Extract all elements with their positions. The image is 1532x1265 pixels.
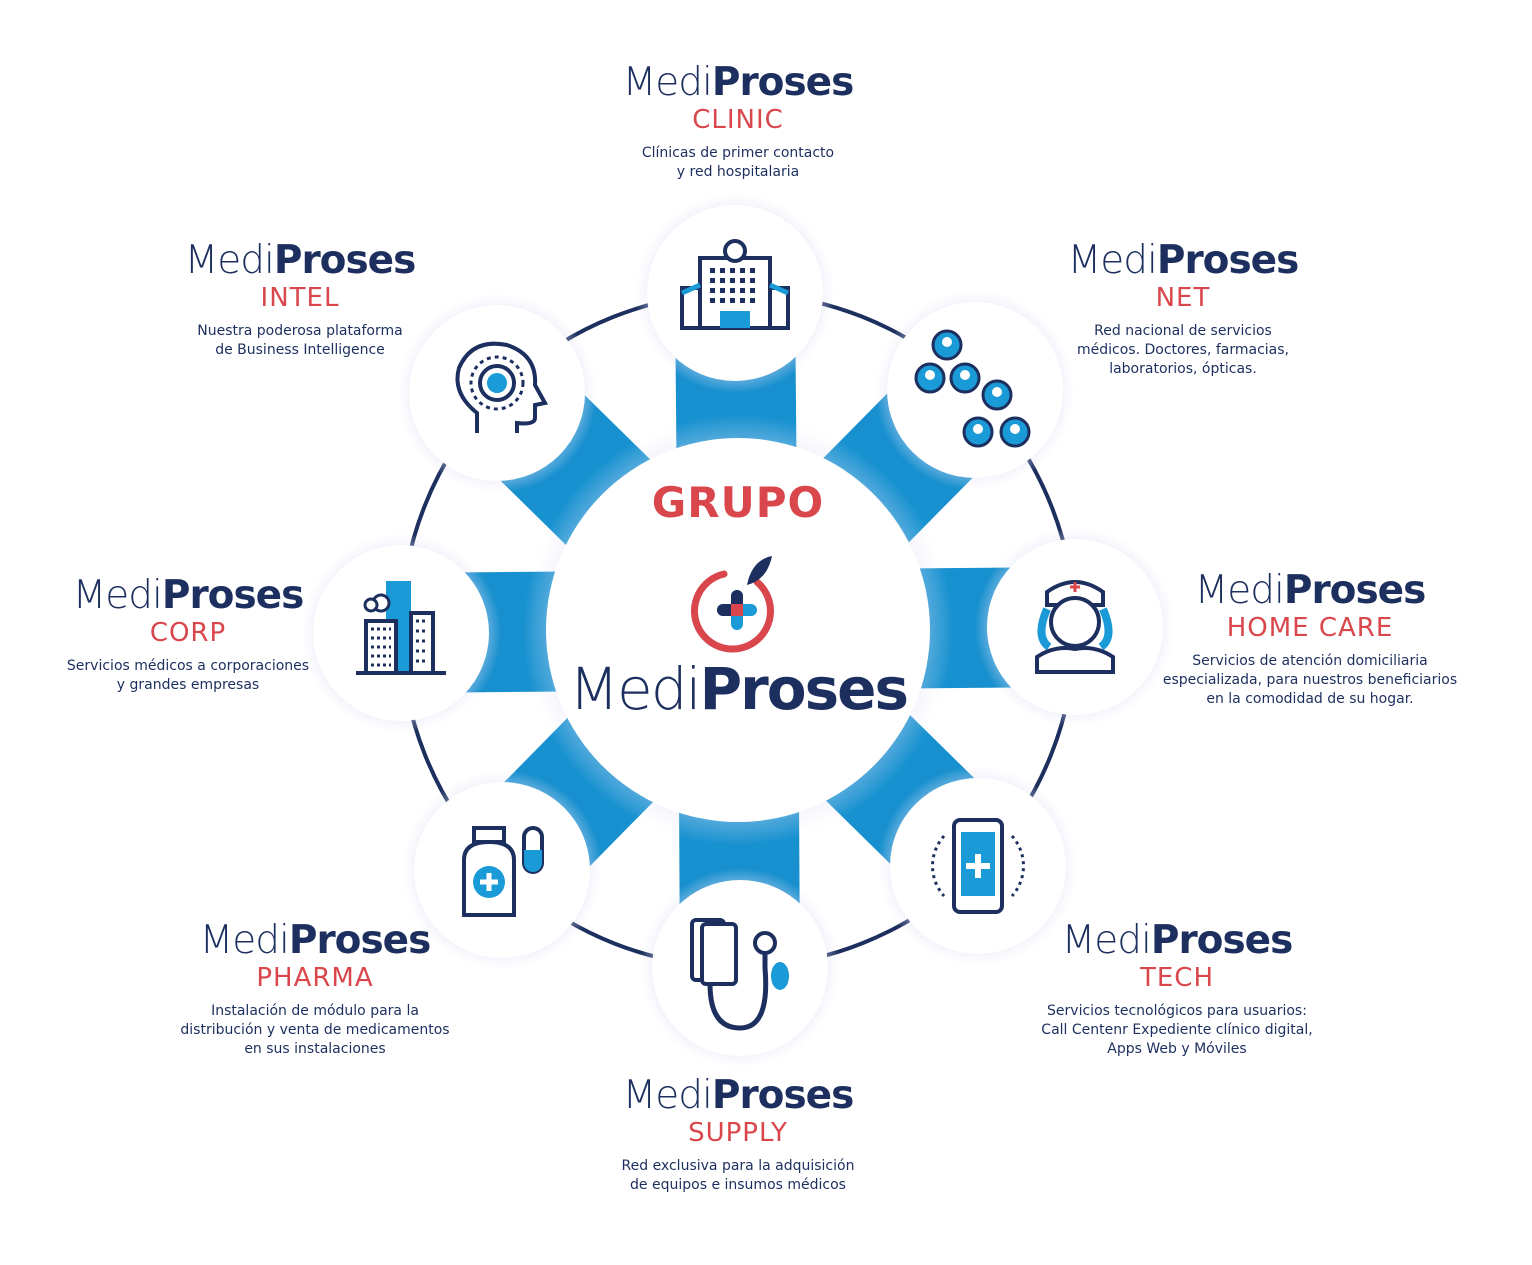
unit-description: Servicios de atención domiciliaria especi… xyxy=(1130,652,1490,709)
unit-description: Clínicas de primer contacto y red hospita… xyxy=(558,144,918,182)
description-line: médicos. Doctores, farmacias, xyxy=(1077,342,1289,358)
blood-pressure-monitor-icon xyxy=(690,918,789,1031)
description-line: Instalación de módulo para la xyxy=(211,1003,419,1019)
brand-light: Medi xyxy=(622,1073,713,1118)
brand-light: Medi xyxy=(569,655,702,723)
description-line: en la comodidad de su hogar. xyxy=(1206,691,1414,707)
brand-bold: Proses xyxy=(288,918,431,963)
hospital-icon xyxy=(680,239,790,330)
description-line: de Business Intelligence xyxy=(215,342,385,358)
unit-description: Red nacional de servicios médicos. Doctor… xyxy=(1003,322,1363,379)
description-line: y grandes empresas xyxy=(116,677,260,693)
unit-name: INTEL xyxy=(260,283,340,313)
brand-light: Medi xyxy=(1067,238,1158,283)
description-line: en sus instalaciones xyxy=(244,1041,386,1057)
unit-node-pharma xyxy=(402,770,602,970)
unit-node-homecare xyxy=(975,527,1175,727)
unit-brand: MediProses xyxy=(1130,570,1490,612)
network-people-icon xyxy=(914,329,1031,448)
unit-description: Nuestra poderosa plataforma de Business I… xyxy=(120,322,480,360)
unit-node-clinic xyxy=(635,193,835,393)
unit-description: Red exclusiva para la adquisición de equi… xyxy=(558,1157,918,1195)
description-line: de equipos e insumos médicos xyxy=(630,1177,846,1193)
unit-name: NET xyxy=(1155,283,1211,313)
medicine-bottle-icon xyxy=(462,826,544,917)
center-circle xyxy=(546,438,930,822)
unit-description: Instalación de módulo para la distribució… xyxy=(135,1002,495,1059)
description-line: Red nacional de servicios xyxy=(1094,323,1272,339)
description-line: Servicios médicos a corporaciones xyxy=(66,658,310,674)
description-line: Red exclusiva para la adquisición xyxy=(621,1158,855,1174)
description-line: distribución y venta de medicamentos xyxy=(180,1022,450,1038)
description-line: Call Centenr Expediente clínico digital, xyxy=(1041,1022,1313,1038)
brand-bold: Proses xyxy=(273,238,416,283)
brand-bold: Proses xyxy=(1156,238,1299,283)
unit-brand: MediProses xyxy=(135,920,495,962)
description-line: Servicios de atención domiciliaria xyxy=(1192,653,1428,669)
brand-light: Medi xyxy=(1061,918,1152,963)
unit-brand: MediProses xyxy=(558,62,918,104)
brand-bold: Proses xyxy=(1150,918,1293,963)
description-line: Nuestra poderosa plataforma xyxy=(197,323,403,339)
brand-bold: Proses xyxy=(711,60,854,105)
unit-name: HOME CARE xyxy=(1226,613,1394,643)
unit-name: SUPPLY xyxy=(688,1118,788,1148)
unit-brand: MediProses xyxy=(8,575,368,617)
unit-node-supply xyxy=(640,868,840,1068)
description-line: Servicios tecnológicos para usuarios: xyxy=(1047,1003,1307,1019)
nurse-icon xyxy=(1035,580,1115,674)
brand-light: Medi xyxy=(72,573,163,618)
description-line: y red hospitalaria xyxy=(676,164,800,180)
unit-node-intel xyxy=(397,293,597,493)
unit-node-corp xyxy=(301,533,501,733)
brand-bold: Proses xyxy=(1283,568,1426,613)
unit-description: Servicios médicos a corporaciones y grand… xyxy=(8,657,368,695)
unit-brand: MediProses xyxy=(1003,240,1363,282)
smartphone-medical-icon xyxy=(931,818,1025,914)
description-line: laboratorios, ópticas. xyxy=(1109,361,1257,377)
brand-light: Medi xyxy=(199,918,290,963)
brand-light: Medi xyxy=(184,238,275,283)
city-buildings-icon xyxy=(356,581,446,675)
brand-bold: Proses xyxy=(699,655,909,723)
unit-name: TECH xyxy=(1139,963,1214,993)
unit-name: CLINIC xyxy=(692,105,784,135)
unit-name: CORP xyxy=(149,618,227,648)
unit-description: Servicios tecnológicos para usuarios: Cal… xyxy=(997,1002,1357,1059)
apple-cross-logo-icon xyxy=(690,556,774,653)
unit-brand: MediProses xyxy=(120,240,480,282)
brand-light: Medi xyxy=(622,60,713,105)
description-line: Clínicas de primer contacto xyxy=(641,145,835,161)
unit-name: PHARMA xyxy=(256,963,374,993)
unit-brand: MediProses xyxy=(997,920,1357,962)
brand-bold: Proses xyxy=(161,573,304,618)
description-line: especializada, para nuestros beneficiari… xyxy=(1162,672,1458,688)
group-label: GRUPO xyxy=(651,478,825,527)
unit-brand: MediProses xyxy=(558,1075,918,1117)
brand-light: Medi xyxy=(1194,568,1285,613)
unit-node-tech xyxy=(878,766,1078,966)
description-line: Apps Web y Móviles xyxy=(1107,1041,1247,1057)
center-brand: MediProses xyxy=(538,660,938,718)
unit-node-net xyxy=(875,290,1075,490)
brand-bold: Proses xyxy=(711,1073,854,1118)
brain-head-icon xyxy=(455,341,549,433)
